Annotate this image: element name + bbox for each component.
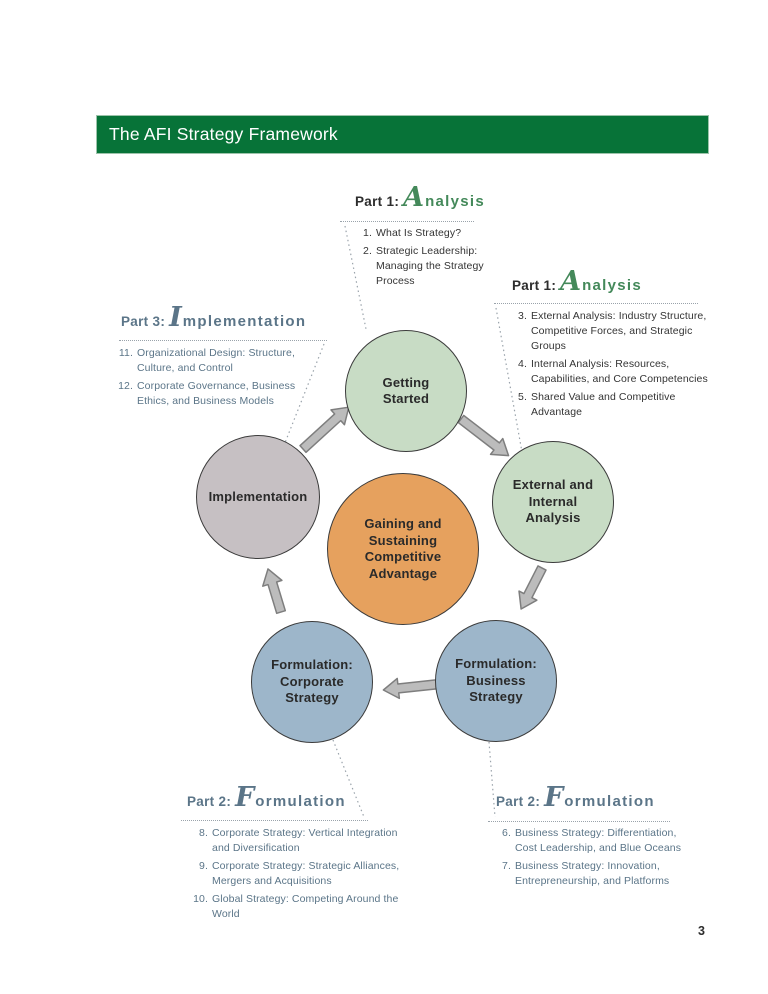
part-initial: A <box>403 182 425 213</box>
list-item: 11.Organizational Design: Structure, Cul… <box>118 347 295 374</box>
getting-started-to-external-arrow <box>457 414 510 457</box>
section-formulation-left-header: Part 2: F ormulation <box>181 782 391 813</box>
section-formulation-left: Part 2: F ormulation 8.Corporate Strateg… <box>181 782 399 920</box>
part-initial: F <box>544 782 564 813</box>
list-item: 1.What Is Strategy? <box>363 227 462 239</box>
part-word: nalysis <box>582 277 643 294</box>
list-item: 9.Corporate Strategy: Strategic Alliance… <box>199 860 400 887</box>
section-analysis-right: Part 1: A nalysis 3.External Analysis: I… <box>494 266 708 418</box>
external-to-business-arrow <box>518 565 547 610</box>
part-label: Part 2: <box>496 794 541 809</box>
section-analysis-top: Part 1: A nalysis 1.What Is Strategy? 2.… <box>340 182 490 287</box>
circle-implementation-label: Implementation <box>208 488 308 504</box>
part-initial: I <box>169 302 182 333</box>
circle-getting-started-label: Getting Started <box>382 374 430 407</box>
page-title: The AFI Strategy Framework <box>109 124 338 144</box>
part-word: nalysis <box>425 193 486 210</box>
corporate-to-implementation-arrow <box>262 568 287 615</box>
list-item: 8.Corporate Strategy: Vertical Integrati… <box>199 827 398 854</box>
part-word: ormulation <box>564 793 655 810</box>
section-formulation-right-header: Part 2: F ormulation <box>488 782 678 813</box>
part-word: mplementation <box>182 313 307 330</box>
dotted-rule <box>494 303 698 304</box>
circle-external-internal-analysis: External and Internal Analysis <box>492 441 614 563</box>
part-initial: F <box>235 782 255 813</box>
dotted-rule <box>119 340 327 341</box>
list-item: 12.Corporate Governance, Business Ethics… <box>118 380 296 407</box>
section-analysis-top-header: Part 1: A nalysis <box>340 182 490 213</box>
chapter-title-bar: The AFI Strategy Framework <box>96 115 709 154</box>
part-label: Part 2: <box>187 794 232 809</box>
part-label: Part 3: <box>121 314 166 329</box>
part-initial: A <box>560 266 582 297</box>
circle-formulation-business: Formulation: Business Strategy <box>435 620 557 742</box>
list-item: 7.Business Strategy: Innovation, Entrepr… <box>502 860 670 887</box>
page-number: 3 <box>698 924 705 938</box>
dotted-rule <box>488 821 670 822</box>
chapter-list-implementation: 11.Organizational Design: Structure, Cul… <box>112 346 309 412</box>
part-word: ormulation <box>255 793 346 810</box>
list-item: 4.Internal Analysis: Resources, Capabili… <box>518 358 708 385</box>
circle-formulation-corporate-label: Formulation: Corporate Strategy <box>271 657 353 706</box>
chapter-list-formulation-left: 8.Corporate Strategy: Vertical Integrati… <box>186 826 412 925</box>
chapter-list-analysis-right: 3.External Analysis: Industry Structure,… <box>510 309 713 423</box>
circle-implementation: Implementation <box>196 435 320 559</box>
part-label: Part 1: <box>512 278 557 293</box>
section-implementation-header: Part 3: I mplementation <box>119 302 331 333</box>
dotted-rule <box>340 221 474 222</box>
list-item: 6.Business Strategy: Differentiation, Co… <box>502 827 682 854</box>
circle-competitive-advantage-label: Gaining and Sustaining Competitive Advan… <box>364 516 442 581</box>
circle-formulation-business-label: Formulation: Business Strategy <box>455 656 537 705</box>
list-item: 3.External Analysis: Industry Structure,… <box>518 310 707 352</box>
chapter-list-analysis-top: 1.What Is Strategy? 2.Strategic Leadersh… <box>355 226 488 292</box>
circle-competitive-advantage: Gaining and Sustaining Competitive Advan… <box>327 473 479 625</box>
section-implementation: Part 3: I mplementation 11.Organizationa… <box>118 302 331 407</box>
chapter-list-formulation-right: 6.Business Strategy: Differentiation, Co… <box>494 826 683 892</box>
section-analysis-right-header: Part 1: A nalysis <box>494 266 704 297</box>
section-formulation-right: Part 2: F ormulation 6.Business Strategy… <box>488 782 681 887</box>
list-item: 10.Global Strategy: Competing Around the… <box>193 893 399 920</box>
part-label: Part 1: <box>355 194 400 209</box>
list-item: 2.Strategic Leadership: Managing the Str… <box>363 245 484 287</box>
circle-external-internal-analysis-label: External and Internal Analysis <box>512 477 594 526</box>
dotted-rule <box>181 820 368 821</box>
list-item: 5.Shared Value and Competitive Advantage <box>518 391 676 418</box>
circle-getting-started: Getting Started <box>345 330 467 452</box>
circle-formulation-corporate: Formulation: Corporate Strategy <box>251 621 373 743</box>
